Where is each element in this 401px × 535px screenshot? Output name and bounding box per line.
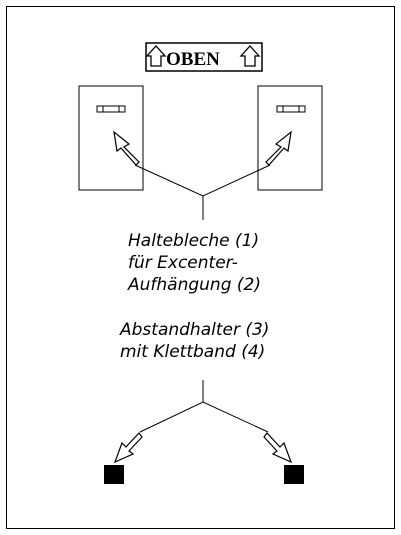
top-leader (134, 164, 271, 197)
abstandhalter-line-1: Abstandhalter (3) (120, 320, 270, 340)
outer-border (6, 6, 395, 529)
oben-box (145, 42, 263, 72)
arrow-to-right-slot (265, 130, 292, 166)
abstandhalter-line-2: mit Klettband (4) (120, 342, 266, 362)
left-plate-slot (96, 105, 126, 113)
right-plate (257, 85, 323, 191)
right-plate-slot (276, 105, 306, 113)
bottom-leader (139, 401, 269, 433)
left-plate (78, 85, 144, 191)
diagram-frame: OBEN Haltebleche (1) für Excenter- Aufhä… (6, 6, 395, 529)
arrow-to-left-slot (113, 130, 140, 166)
oben-label: OBEN (166, 49, 220, 70)
left-spacer (104, 465, 124, 484)
arrow-to-left-spacer (113, 432, 143, 464)
arrow-to-right-spacer (263, 432, 293, 464)
up-arrow-icon-right (239, 45, 261, 67)
haltebleche-line-2: für Excenter- (128, 253, 238, 273)
haltebleche-line-3: Aufhängung (2) (128, 275, 261, 295)
haltebleche-line-1: Haltebleche (1) (128, 231, 260, 251)
up-arrow-icon-left (145, 45, 167, 67)
right-spacer (284, 465, 304, 484)
